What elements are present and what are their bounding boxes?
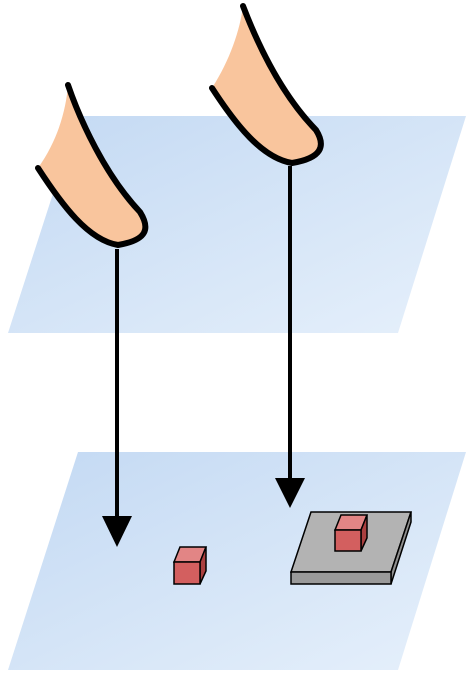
upper-plane xyxy=(8,116,466,333)
platform-front xyxy=(290,571,392,585)
right-finger-outline xyxy=(209,3,324,166)
lower-plane xyxy=(8,452,466,670)
right-arrow-head xyxy=(275,478,305,508)
left-arrow xyxy=(102,249,132,547)
red-cube-on-platform xyxy=(333,514,369,552)
right-arrow xyxy=(275,166,305,508)
left-finger xyxy=(35,82,149,248)
left-arrow-head xyxy=(102,516,132,547)
right-finger xyxy=(209,3,324,166)
left-finger-outline xyxy=(35,82,149,248)
red-cube-on-surface xyxy=(172,546,208,585)
